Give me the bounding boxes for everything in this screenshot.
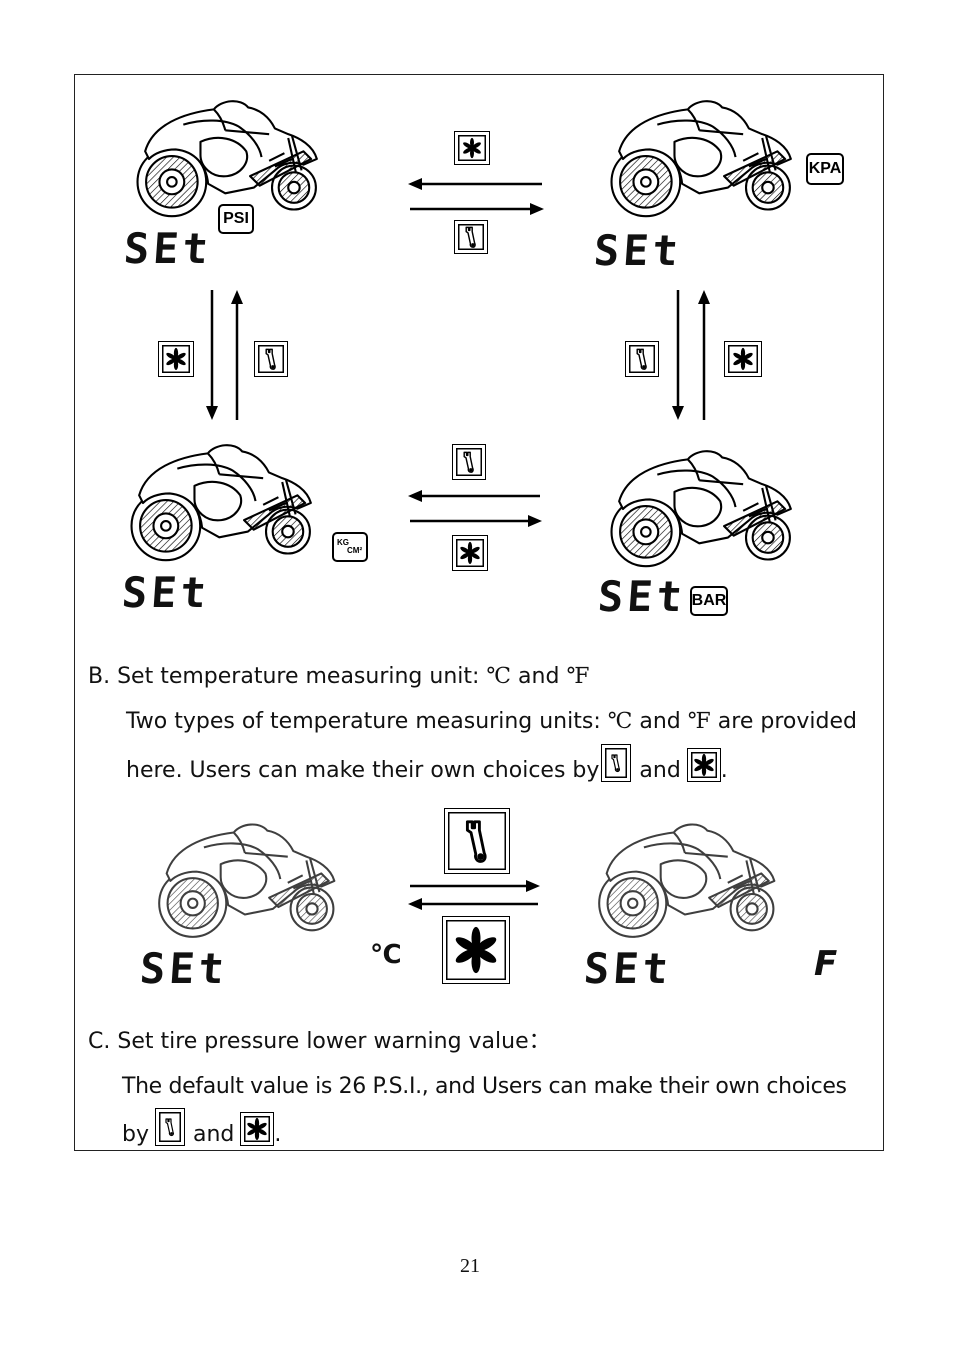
motorcycle-illustration-kpa xyxy=(600,96,810,220)
wrench-icon xyxy=(255,342,287,376)
set-display-bar: SEt xyxy=(596,572,688,621)
celsius-symbol: ℃ xyxy=(486,664,512,689)
arrow-left-temp xyxy=(408,898,538,910)
arrow-up-left xyxy=(231,290,243,420)
arrow-up-right xyxy=(698,290,710,420)
wrench-button-top xyxy=(454,220,488,254)
inline-wrench-button xyxy=(601,744,632,782)
wrench-icon xyxy=(453,445,485,479)
fan-button-bottom xyxy=(452,535,488,571)
kgcm-bottom-label: CM² xyxy=(347,546,363,555)
arrow-down-right xyxy=(672,290,684,420)
motorcycle-illustration-bar xyxy=(600,446,810,570)
motorcycle-illustration-celsius xyxy=(148,818,353,942)
motorcycle-illustration-psi xyxy=(126,96,336,220)
section-b-line1: Two types of temperature measuring units… xyxy=(126,709,857,735)
wrench-button-bottom xyxy=(452,444,486,480)
period: . xyxy=(274,1121,282,1147)
fan-icon xyxy=(725,342,761,376)
psi-unit-badge: PSI xyxy=(218,204,254,234)
section-b-line2-text: here. Users can make their own choices b… xyxy=(126,757,600,783)
section-c-line2: by and . xyxy=(122,1104,282,1147)
set-display-psi: SEt xyxy=(122,224,214,273)
set-display-kgcm: SEt xyxy=(120,568,212,617)
fahrenheit-symbol: ℉ xyxy=(566,664,590,689)
wrench-button-left xyxy=(254,341,288,377)
section-b-heading-text: B. Set temperature measuring unit: xyxy=(88,664,487,689)
celsius-symbol: ℃ xyxy=(607,709,633,734)
inline-fan-button xyxy=(240,1112,275,1146)
fan-icon xyxy=(688,749,720,781)
bar-unit-badge: BAR xyxy=(690,586,728,616)
arrow-down-left xyxy=(206,290,218,420)
arrow-right-top xyxy=(410,203,544,215)
and-text: and xyxy=(192,1121,235,1147)
fan-icon xyxy=(241,1113,273,1145)
wrench-icon xyxy=(455,221,487,253)
kgcm-unit-badge: KG CM² xyxy=(332,532,368,562)
wrench-icon xyxy=(156,1109,184,1145)
kpa-unit-badge: KPA xyxy=(806,153,844,185)
arrow-right-bottom xyxy=(410,515,542,527)
arrow-right-temp xyxy=(410,880,540,892)
fan-icon xyxy=(455,132,489,164)
inline-wrench-button xyxy=(154,1108,185,1146)
page-number: 21 xyxy=(460,1255,480,1277)
wrench-icon xyxy=(626,342,658,376)
fan-button-large xyxy=(442,916,510,984)
and-text: and xyxy=(511,664,567,689)
inline-fan-button xyxy=(686,748,721,782)
set-display-kpa: SEt xyxy=(592,226,684,275)
arrow-left-top xyxy=(408,178,542,190)
set-display-celsius: SEt xyxy=(138,944,230,993)
section-c-heading: C. Set tire pressure lower warning value… xyxy=(88,1029,551,1054)
kgcm-top-label: KG xyxy=(337,538,349,547)
fan-icon xyxy=(159,342,193,376)
period: . xyxy=(720,757,728,783)
section-b-line1-text: Two types of temperature measuring units… xyxy=(126,709,608,734)
wrench-button-right xyxy=(625,341,659,377)
section-c-line1: The default value is 26 P.S.I., and User… xyxy=(122,1074,847,1099)
section-b-line1-end: are provided xyxy=(710,709,857,734)
motorcycle-illustration-fahrenheit xyxy=(588,818,793,942)
fan-icon xyxy=(453,536,487,570)
and-text: and xyxy=(632,709,688,734)
fan-button-left xyxy=(158,341,194,377)
fan-icon xyxy=(443,917,509,983)
and-text: and xyxy=(639,757,681,783)
fahrenheit-symbol: ℉ xyxy=(687,709,711,734)
section-c-line2-text: by xyxy=(122,1121,149,1147)
section-b-heading: B. Set temperature measuring unit: ℃ and… xyxy=(88,664,589,690)
set-display-fahrenheit: SEt xyxy=(582,944,674,993)
content-frame xyxy=(74,74,884,1151)
motorcycle-illustration-kgcm xyxy=(120,440,330,564)
fan-button-top xyxy=(454,131,490,165)
wrench-button-large xyxy=(444,808,510,874)
wrench-icon xyxy=(445,809,509,873)
celsius-unit-glyph: ℃ xyxy=(370,940,402,970)
fahrenheit-unit-glyph: F xyxy=(814,944,838,984)
section-b-line2: here. Users can make their own choices b… xyxy=(126,740,728,783)
wrench-icon xyxy=(602,745,630,781)
fan-button-right xyxy=(724,341,762,377)
arrow-left-bottom xyxy=(408,490,540,502)
